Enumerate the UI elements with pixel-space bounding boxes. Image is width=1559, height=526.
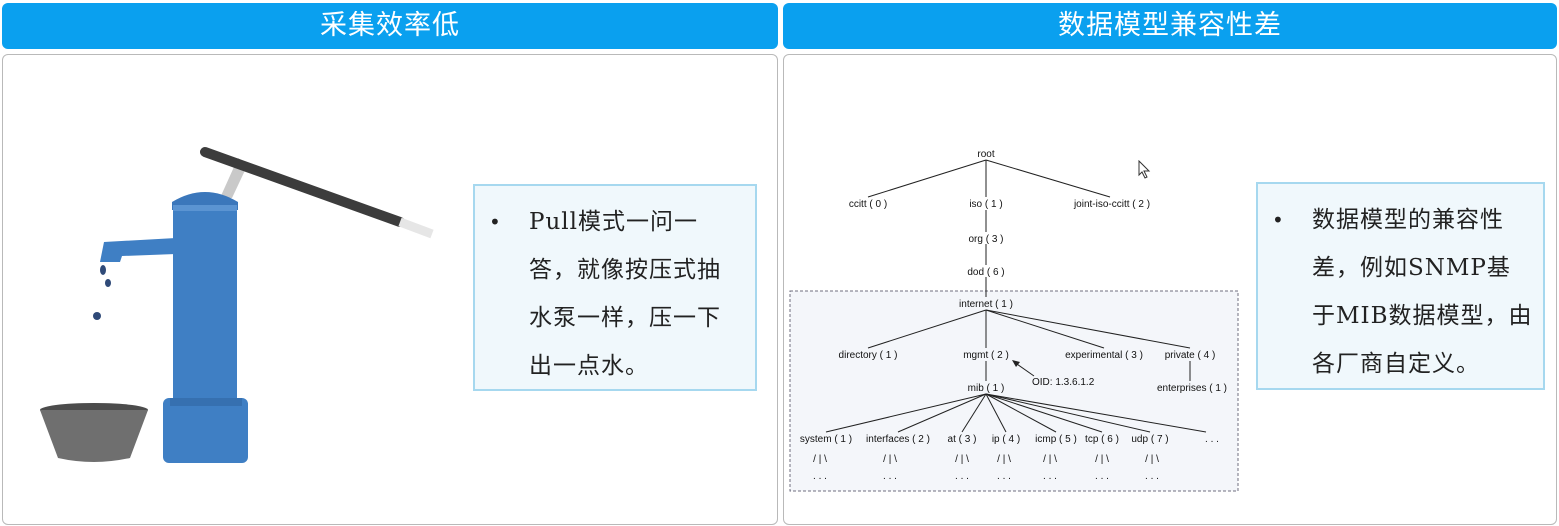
branch-dots: . . . (955, 471, 969, 482)
water-drop (93, 312, 101, 320)
branch-dots: . . . (1095, 471, 1109, 482)
left-callout-text: Pull模式一问一答，就像按压式抽水泵一样，压一下出一点水。 (529, 209, 721, 379)
pump-spout (100, 238, 176, 262)
bucket (40, 410, 148, 462)
node-system: system ( 1 ) (800, 434, 852, 445)
node-joint-iso-ccitt: joint-iso-ccitt ( 2 ) (1073, 199, 1150, 210)
pump-body (173, 205, 237, 410)
tree-edges (825, 159, 1207, 433)
node-ip: ip ( 4 ) (992, 434, 1020, 445)
pump-handle-tip (398, 217, 434, 239)
mouse-cursor-icon (1138, 160, 1151, 179)
right-callout: • 数据模型的兼容性差，例如SNMP基于MIB数据模型，由各厂商自定义。 (1256, 182, 1545, 390)
pump-handle (200, 147, 405, 227)
branch-dots: . . . (997, 471, 1011, 482)
water-drop (105, 279, 111, 287)
branch-dots: . . . (1043, 471, 1057, 482)
branch-glyph: / | \ (1043, 454, 1057, 465)
node-root: root (977, 149, 994, 160)
node-internet: internet ( 1 ) (959, 299, 1013, 310)
internet-subtree-region (789, 290, 1239, 492)
node-ccitt: ccitt ( 0 ) (849, 199, 887, 210)
pump-base-rim (170, 398, 242, 406)
node-dod: dod ( 6 ) (967, 267, 1004, 278)
oid-arrow-head (1012, 360, 1020, 367)
bullet: • (489, 210, 501, 234)
leaf-branches: / | \ / | \ / | \ / | \ / | \ / | \ / | … (813, 454, 1159, 482)
node-directory: directory ( 1 ) (839, 350, 898, 361)
node-mib: mib ( 1 ) (968, 383, 1005, 394)
branch-dots: . . . (883, 471, 897, 482)
branch-glyph: / | \ (955, 454, 969, 465)
node-mgmt: mgmt ( 2 ) (963, 350, 1009, 361)
branch-dots: . . . (813, 471, 827, 482)
node-org: org ( 3 ) (968, 234, 1003, 245)
branch-glyph: / | \ (1145, 454, 1159, 465)
node-icmp: icmp ( 5 ) (1035, 434, 1077, 445)
water-drop (100, 265, 106, 275)
node-udp: udp ( 7 ) (1131, 434, 1168, 445)
left-callout: • Pull模式一问一答，就像按压式抽水泵一样，压一下出一点水。 (473, 184, 757, 391)
branch-glyph: / | \ (883, 454, 897, 465)
hand-pump-illustration (40, 147, 434, 463)
node-interfaces: interfaces ( 2 ) (866, 434, 930, 445)
pump-base (163, 398, 248, 463)
node-experimental: experimental ( 3 ) (1065, 350, 1143, 361)
node-at: at ( 3 ) (948, 434, 977, 445)
bullet: • (1272, 208, 1284, 232)
branch-dots: . . . (1145, 471, 1159, 482)
node-tcp: tcp ( 6 ) (1085, 434, 1119, 445)
node-iso: iso ( 1 ) (969, 199, 1002, 210)
pump-band (173, 205, 237, 211)
branch-glyph: / | \ (1095, 454, 1109, 465)
branch-glyph: / | \ (997, 454, 1011, 465)
node-private: private ( 4 ) (1165, 350, 1216, 361)
right-panel-title: 数据模型兼容性差 (783, 3, 1557, 49)
node-more: . . . (1205, 434, 1219, 445)
right-callout-text: 数据模型的兼容性差，例如SNMP基于MIB数据模型，由各厂商自定义。 (1312, 207, 1533, 377)
node-enterprises: enterprises ( 1 ) (1157, 383, 1227, 394)
left-panel-title: 采集效率低 (2, 3, 778, 49)
branch-glyph: / | \ (813, 454, 827, 465)
oid-label: OID: 1.3.6.1.2 (1032, 377, 1095, 388)
